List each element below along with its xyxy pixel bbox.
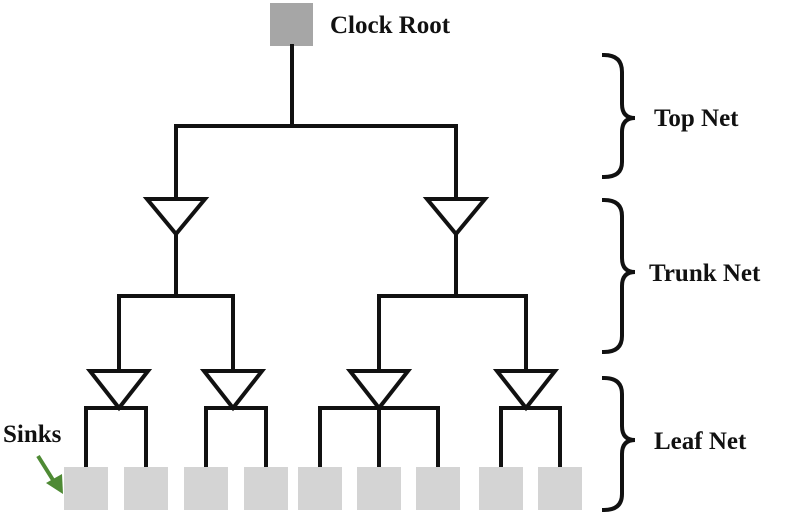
sinks-label: Sinks	[3, 421, 62, 448]
sink-box-2	[124, 467, 168, 510]
sinks-arrow-head-icon	[46, 474, 63, 494]
buffer-leaf-4	[492, 369, 560, 412]
trunk-net-brace	[601, 197, 636, 355]
leaf-net-label: Leaf Net	[654, 428, 747, 455]
buffer-leaf-3	[345, 369, 413, 412]
buffer-leaf-1	[85, 369, 153, 412]
sinks	[64, 467, 582, 510]
clock-root-box	[270, 3, 313, 46]
tree-wires	[84, 44, 636, 513]
leaf-net-brace	[601, 375, 636, 513]
sink-box-3	[184, 467, 228, 510]
buffer-trunk-right	[422, 197, 490, 238]
clock-root-label: Clock Root	[330, 12, 451, 39]
sink-box-5	[298, 467, 342, 510]
sinks-arrow-shaft	[36, 454, 55, 482]
trunk-net-label: Trunk Net	[649, 260, 761, 287]
sink-box-8	[479, 467, 523, 510]
sink-box-6	[357, 467, 401, 510]
sink-box-9	[538, 467, 582, 510]
buffer-leaf-2	[199, 369, 267, 412]
buffers	[85, 197, 560, 412]
top-net-brace	[601, 52, 636, 180]
top-net-label: Top Net	[654, 105, 739, 132]
sink-box-1	[64, 467, 108, 510]
sink-box-4	[244, 467, 288, 510]
buffer-trunk-left	[142, 197, 210, 238]
sink-box-7	[416, 467, 460, 510]
